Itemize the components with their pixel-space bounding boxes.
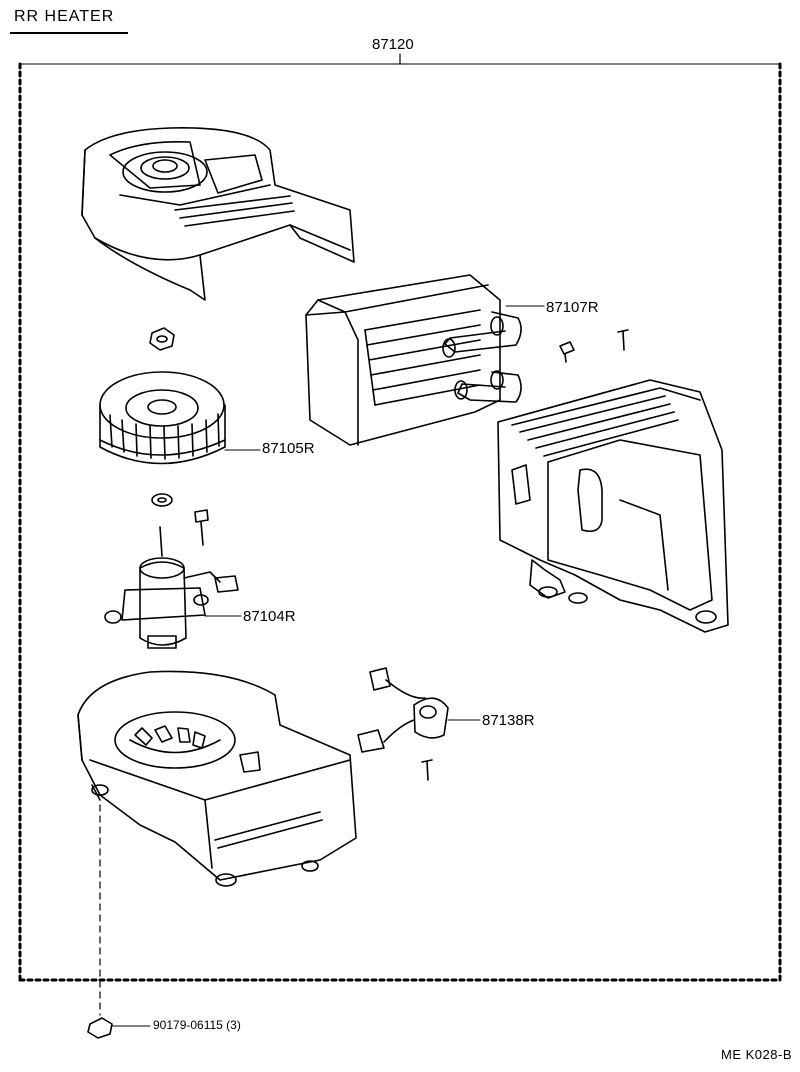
part-label-87138R: 87138R [482,712,535,729]
title-underline [10,32,128,34]
upper-blower-case [82,128,354,300]
motor-screw [195,510,208,545]
assembly-part-number: 87120 [372,36,414,53]
fan-nut [150,328,174,350]
assembly-bracket [20,64,780,980]
lower-blower-case [78,671,356,886]
fan-washer [152,494,172,506]
screw-heater-1 [560,342,574,362]
blower-fan [100,372,225,464]
part-label-87104R: 87104R [243,608,296,625]
heater-core [306,275,521,445]
blower-resistor [358,668,448,780]
part-label-87105R: 87105R [262,440,315,457]
clip-nut [88,1018,112,1038]
diagram-title: RR HEATER [14,8,115,25]
footer-code: ME K028-B [721,1047,792,1062]
part-label-87107R: 87107R [546,299,599,316]
blower-motor [105,527,238,648]
heater-housing [498,380,728,632]
screw-heater-2 [618,330,628,350]
part-label-90179-06115: 90179-06115 (3) [153,1018,241,1032]
